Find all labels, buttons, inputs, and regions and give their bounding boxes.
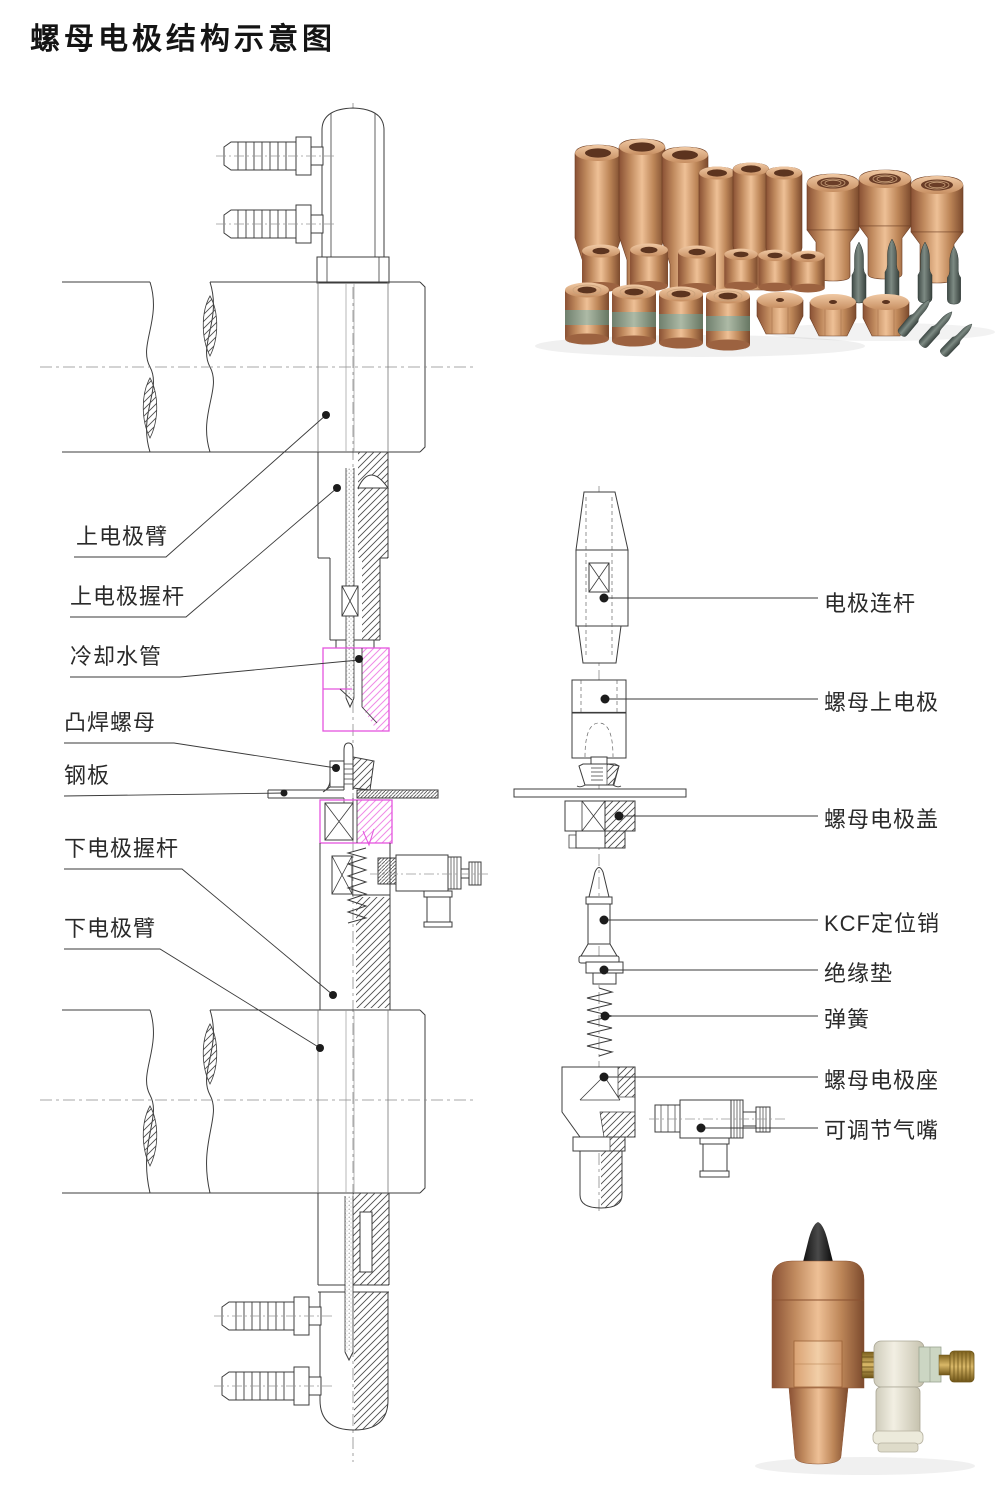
spring: [586, 987, 615, 1057]
exploded-steel-plate: [513, 788, 687, 798]
upper-water-fitting: [215, 107, 390, 284]
air-valve-sectional: [370, 854, 488, 928]
adjustable-air-nozzle: [649, 1099, 788, 1178]
kcf-pin-tip: [803, 1222, 833, 1264]
nut-electrode-cover: [564, 800, 636, 849]
air-fitting: [861, 1340, 975, 1453]
hex-electrode-caps: [756, 292, 910, 337]
label-nut-electrode-cover: 螺母电极盖: [824, 807, 940, 832]
label-upper-electrode-arm: 上电极臂: [76, 524, 169, 549]
lower-electrode-arm: [40, 1009, 475, 1194]
label-spring: 弹簧: [824, 1007, 871, 1032]
label-kcf-locating-pin: KCF定位销: [824, 911, 941, 936]
electrode-cylinders-row: [582, 243, 825, 293]
assembled-electrode-photo: [755, 1222, 975, 1475]
upper-electrode-holder: [317, 452, 389, 709]
label-lower-electrode-holder: 下电极握杆: [64, 836, 180, 861]
green-band-electrode-caps: [565, 282, 750, 351]
exploded-view-drawing: [513, 486, 818, 1215]
label-cooling-water-pipe: 冷却水管: [70, 644, 163, 669]
nut-upper-electrode: [571, 679, 627, 759]
upper-electrode-cap: [322, 647, 390, 732]
label-projection-weld-nut: 凸焊螺母: [64, 710, 157, 735]
exploded-weld-nut: [576, 756, 622, 788]
sectional-view-drawing: [40, 103, 488, 1462]
label-adjustable-air-nozzle: 可调节气嘴: [824, 1118, 940, 1143]
label-electrode-connecting-rod: 电极连杆: [824, 591, 917, 616]
lower-electrode-cap: [319, 799, 393, 847]
lower-water-fitting: [213, 1193, 390, 1431]
label-nut-upper-electrode: 螺母上电极: [824, 690, 940, 715]
sectional-leader-lines: [63, 414, 360, 1049]
sectional-leader-dots: [280, 411, 363, 1052]
label-steel-plate: 钢板: [64, 763, 111, 788]
electrode-connecting-rod: [575, 491, 629, 664]
label-nut-electrode-seat: 螺母电极座: [824, 1068, 940, 1093]
copper-electrode-body: [771, 1260, 865, 1465]
kcf-locating-pin: [578, 867, 620, 964]
exploded-leader-dots: [599, 593, 706, 1133]
page-title: 螺母电极结构示意图: [30, 23, 336, 56]
label-lower-electrode-arm: 下电极臂: [64, 916, 157, 941]
exploded-leader-lines: [604, 597, 818, 1129]
label-insulation-washer: 绝缘垫: [824, 961, 894, 986]
nut-electrode-seat: [561, 1066, 636, 1209]
electrode-parts-photo: [535, 138, 995, 359]
upper-electrode-arm: [40, 281, 475, 453]
threaded-socket-electrodes: [806, 169, 964, 284]
lower-electrode-holder: [319, 843, 391, 1010]
label-upper-electrode-holder: 上电极握杆: [70, 584, 186, 609]
